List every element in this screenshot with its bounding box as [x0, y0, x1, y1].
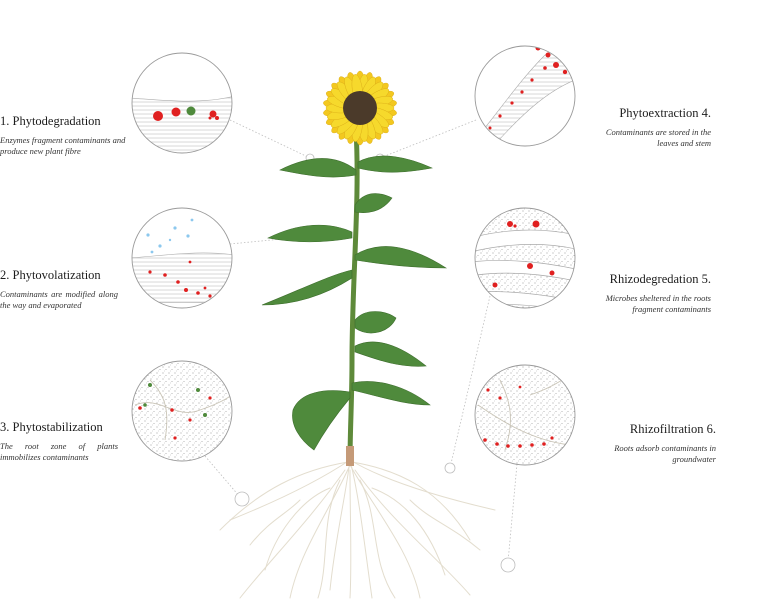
stem: [346, 129, 360, 466]
process-phytoextraction: Phytoextraction 4. Contaminants are stor…: [592, 106, 711, 149]
process-phytodegradation: 1. Phytodegradation Enzymes fragment con…: [0, 114, 128, 157]
leader-lines: [204, 119, 518, 563]
process-title: Phytoextraction 4.: [619, 106, 711, 120]
detail-circle-phytoextraction: [474, 45, 576, 147]
process-description: Enzymes fragment contaminants and produc…: [0, 135, 126, 156]
leaves: [261, 155, 448, 451]
detail-circle-rhizodegredation: [474, 207, 576, 309]
process-description: The root zone of plants immobilizes cont…: [0, 441, 118, 462]
root-system: [219, 459, 496, 599]
process-title: 1. Phytodegradation: [0, 114, 101, 128]
process-title: 3. Phytostabilization: [0, 420, 103, 434]
detail-circle-rhizofiltration: [474, 364, 576, 466]
detail-circle-phytovolatization: [131, 207, 233, 309]
process-description: Microbes sheltered in the roots fragment…: [605, 293, 711, 314]
process-title: Rhizodegredation 5.: [609, 272, 711, 286]
process-description: Contaminants are modified along the way …: [0, 289, 118, 310]
process-rhizofiltration: Rhizofiltration 6. Roots adsorb contamin…: [592, 422, 716, 465]
process-phytostabilization: 3. Phytostabilization The root zone of p…: [0, 420, 118, 463]
process-phytovolatization: 2. Phytovolatization Contaminants are mo…: [0, 268, 118, 311]
process-rhizodegredation: Rhizodegredation 5. Microbes sheltered i…: [592, 272, 711, 315]
leader-end-markers: [234, 153, 516, 573]
detail-circle-phytostabilization: [131, 360, 233, 462]
sunflower-head: [323, 70, 397, 146]
process-description: Roots adsorb contaminants in groundwater: [614, 443, 716, 464]
process-title: 2. Phytovolatization: [0, 268, 101, 282]
process-title: Rhizofiltration 6.: [629, 422, 716, 436]
detail-circle-phytodegradation: [131, 52, 233, 154]
flower-center: [343, 91, 377, 125]
process-description: Contaminants are stored in the leaves an…: [605, 127, 711, 148]
